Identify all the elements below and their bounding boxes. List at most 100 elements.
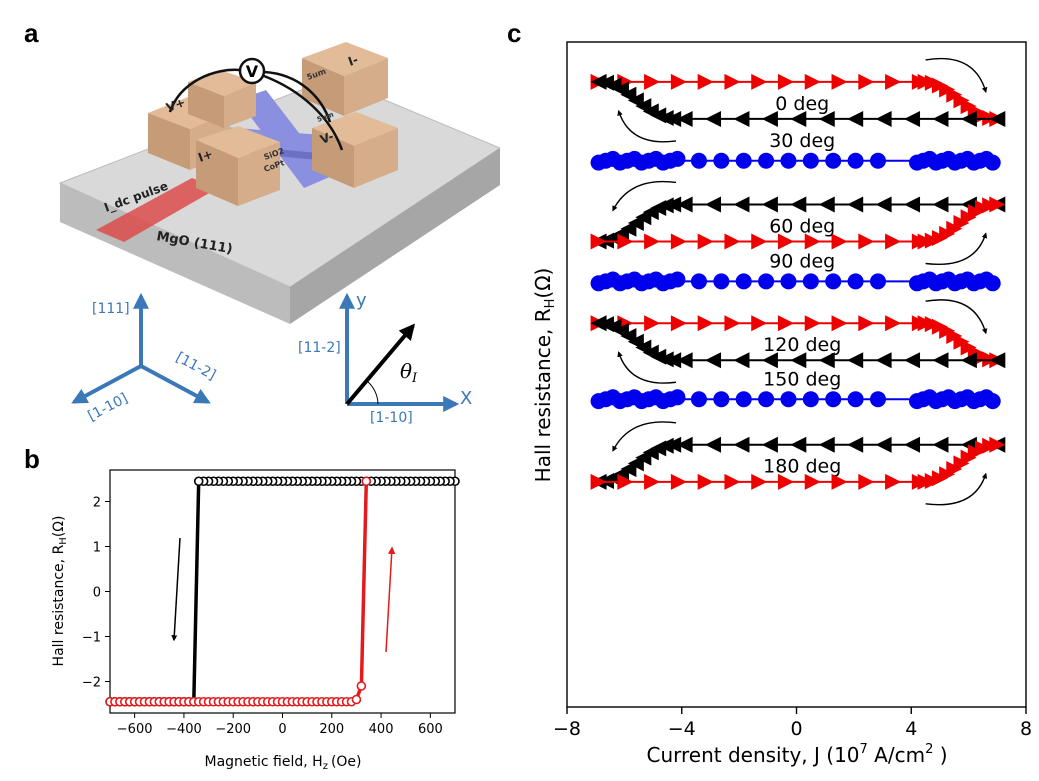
chart-c-point	[761, 196, 778, 213]
chart-c-point	[989, 196, 1006, 213]
chart-c-point	[705, 110, 722, 127]
chart-c-point	[697, 233, 714, 250]
chart-c-curved-arrow	[612, 180, 677, 212]
chart-b-point	[302, 696, 312, 707]
chart-c-point	[590, 275, 607, 292]
chart-b-point	[115, 696, 125, 707]
chart-c-point	[869, 391, 886, 408]
chart-c-point	[847, 352, 864, 369]
up-sweep-arrow	[385, 546, 396, 653]
chart-c-point	[590, 473, 607, 490]
chart-b-point	[292, 476, 303, 487]
chart-c-point	[932, 110, 949, 127]
chart-b-point	[134, 696, 145, 707]
chart-c-point	[662, 152, 679, 169]
chart-b-lines	[110, 479, 455, 704]
substrate-front	[60, 183, 290, 324]
chart-c-point	[911, 233, 928, 250]
chart-c-series-line	[598, 203, 998, 243]
chart-c-point	[831, 233, 848, 250]
chart-c-point	[959, 150, 976, 167]
chart-c-point	[818, 352, 835, 369]
chart-c-point	[802, 273, 819, 290]
chart-b-xtick-label: −400	[166, 722, 202, 737]
angle-theta-symbol: θ	[400, 359, 412, 383]
chart-c-point	[761, 352, 778, 369]
chart-b-point	[198, 476, 209, 487]
chart-b-point	[317, 696, 327, 707]
chart-b-point	[159, 696, 170, 707]
chart-b-point	[322, 476, 332, 487]
chart-b-point	[105, 696, 115, 707]
chart-c-point	[713, 391, 730, 408]
chart-b-point	[322, 696, 332, 707]
substrate-side	[290, 148, 500, 324]
chart-b-xtick-label: 200	[319, 722, 344, 737]
chart-c-point	[911, 473, 928, 490]
chart-b-point	[179, 696, 189, 707]
chart-b-xtick-label: −200	[215, 722, 251, 737]
chart-c-ylabel-main: Hall resistance, R	[531, 308, 555, 482]
chart-c-point	[619, 391, 636, 408]
chart-c-point	[650, 199, 667, 216]
chart-b-point	[302, 476, 312, 487]
chart-c-point	[777, 315, 794, 332]
chart-b-point	[233, 476, 243, 487]
chart-c-point	[642, 344, 659, 361]
chart-c-point	[904, 436, 921, 453]
chart-c-point	[921, 150, 938, 167]
chart-c-point	[713, 152, 730, 169]
chart-c-point	[932, 436, 949, 453]
chart-c-point	[804, 233, 821, 250]
chart-c-point	[635, 449, 652, 466]
chart-b-point	[188, 696, 199, 707]
chart-b-point	[193, 696, 204, 707]
chart-c-point	[751, 73, 768, 90]
chart-c-point	[751, 473, 768, 490]
chart-c-point	[953, 152, 970, 169]
chart-c-point	[697, 73, 714, 90]
chart-b-point	[179, 696, 189, 707]
chart-c-point	[690, 152, 707, 169]
chart-c-point	[665, 352, 682, 369]
chart-b-point	[312, 696, 322, 707]
chart-c-point	[931, 77, 948, 94]
chart-c-point	[904, 352, 921, 369]
chart-c-point	[924, 316, 941, 333]
chart-c-point	[657, 197, 674, 214]
chart-b-point	[262, 476, 273, 487]
chart-c-point	[804, 473, 821, 490]
chart-c-point	[989, 352, 1006, 369]
chart-c-point	[869, 273, 886, 290]
label-v-plus: V+	[164, 95, 187, 115]
chart-c-point	[939, 322, 956, 339]
chart-c-point	[989, 436, 1006, 453]
chart-b-point	[445, 476, 455, 487]
chart-c-point	[934, 273, 951, 290]
chart-b-point	[317, 476, 327, 487]
chart-c-point	[825, 391, 842, 408]
chart-c-point	[650, 348, 667, 365]
chart-c-point	[640, 152, 657, 169]
chart-b-point	[277, 476, 288, 487]
chart-b-point	[356, 476, 367, 487]
chart-b-point	[154, 696, 165, 707]
chart-c-point	[953, 391, 970, 408]
chart-b-ytick-label: 0	[93, 586, 101, 601]
chart-c-point	[590, 233, 607, 250]
chart-c-point	[605, 77, 622, 94]
chart-c-point	[790, 196, 807, 213]
crystal-axis-11-2: [11-2]	[173, 349, 218, 383]
chart-c-point	[597, 391, 614, 408]
chart-c-point	[967, 344, 984, 361]
chart-b-point	[203, 696, 214, 707]
panel-label-b: b	[24, 444, 40, 474]
chart-c-point	[965, 393, 982, 410]
chart-c-point	[953, 273, 970, 290]
chart-c-point	[875, 352, 892, 369]
chart-c-point	[917, 233, 934, 250]
chart-c-point	[917, 73, 934, 90]
chart-c-point	[967, 444, 984, 461]
chart-c-point	[735, 391, 752, 408]
chart-c-point	[915, 152, 932, 169]
